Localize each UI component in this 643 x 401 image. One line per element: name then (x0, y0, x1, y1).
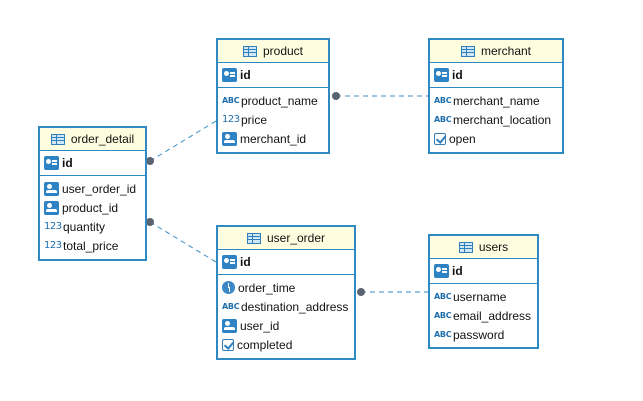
table-icon (246, 232, 261, 244)
column-row[interactable]: open (430, 129, 562, 148)
column-name: id (240, 68, 251, 82)
clock-icon (222, 281, 235, 294)
column-row[interactable]: product_id (40, 198, 145, 217)
abc-icon: ABC (434, 311, 452, 320)
entity-product[interactable]: product id ABC product_name 123 price me… (216, 38, 330, 154)
entity-header[interactable]: product (218, 40, 328, 63)
primary-key-icon (434, 264, 449, 278)
abc-icon: ABC (434, 115, 452, 124)
entity-order-detail[interactable]: order_detail id user_order_id product_id… (38, 126, 147, 261)
table-icon (242, 45, 257, 57)
column-name: total_price (63, 238, 119, 253)
entity-title: order_detail (70, 132, 135, 146)
relation-user-order-users (357, 288, 428, 296)
number-icon: 123 (222, 114, 240, 125)
column-name: merchant_id (240, 131, 307, 146)
column-row[interactable]: merchant_id (218, 129, 328, 148)
primary-key-icon (222, 255, 237, 269)
entity-header[interactable]: merchant (430, 40, 562, 63)
primary-key-row[interactable]: id (218, 63, 328, 88)
primary-key-row[interactable]: id (40, 151, 145, 176)
abc-icon: ABC (434, 330, 452, 339)
entity-title: user_order (266, 231, 326, 245)
column-row[interactable]: ABC username (430, 287, 537, 306)
column-name: quantity (63, 219, 106, 234)
entity-title: product (262, 44, 304, 58)
column-name: id (62, 156, 73, 170)
column-row[interactable]: user_id (218, 316, 354, 335)
relation-order-detail-user-order (146, 218, 217, 263)
primary-key-row[interactable]: id (430, 259, 537, 284)
abc-icon: ABC (222, 302, 240, 311)
column-row[interactable]: ABC email_address (430, 306, 537, 325)
checkbox-icon (222, 338, 234, 351)
column-name: completed (237, 337, 293, 352)
entity-header[interactable]: user_order (218, 227, 354, 250)
column-row[interactable]: order_time (218, 278, 354, 297)
column-name: password (453, 327, 505, 342)
column-name: id (240, 255, 251, 269)
table-icon (460, 45, 475, 57)
column-name: id (452, 264, 463, 278)
relation-product-merchant (332, 92, 428, 100)
column-row[interactable]: 123 price (218, 110, 328, 129)
checkbox-icon (434, 132, 446, 145)
foreign-key-icon (222, 131, 237, 146)
column-name: price (241, 112, 268, 127)
entity-user-order[interactable]: user_order id order_time ABC destination… (216, 225, 356, 360)
column-name: product_name (241, 93, 318, 108)
column-name: open (449, 131, 476, 146)
column-row[interactable]: ABC password (430, 325, 537, 344)
column-name: destination_address (241, 299, 349, 314)
abc-icon: ABC (434, 292, 452, 301)
foreign-key-icon (44, 200, 59, 215)
entity-header[interactable]: order_detail (40, 128, 145, 151)
entity-title: merchant (480, 44, 532, 58)
column-name: user_order_id (62, 181, 137, 196)
primary-key-row[interactable]: id (430, 63, 562, 88)
entity-merchant[interactable]: merchant id ABC merchant_name ABC mercha… (428, 38, 564, 154)
abc-icon: ABC (434, 96, 452, 105)
column-name: user_id (240, 318, 280, 333)
column-name: id (452, 68, 463, 82)
table-icon (50, 133, 65, 145)
column-name: product_id (62, 200, 119, 215)
column-name: merchant_location (453, 112, 552, 127)
column-row[interactable]: completed (218, 335, 354, 354)
column-name: order_time (238, 280, 296, 295)
column-row[interactable]: ABC merchant_location (430, 110, 562, 129)
relation-order-detail-product (146, 120, 217, 165)
column-name: merchant_name (453, 93, 540, 108)
entity-users[interactable]: users id ABC username ABC email_address … (428, 234, 539, 349)
column-row[interactable]: user_order_id (40, 179, 145, 198)
primary-key-icon (222, 68, 237, 82)
column-row[interactable]: ABC destination_address (218, 297, 354, 316)
column-row[interactable]: ABC merchant_name (430, 91, 562, 110)
primary-key-row[interactable]: id (218, 250, 354, 275)
number-icon: 123 (44, 221, 62, 232)
primary-key-icon (44, 156, 59, 170)
table-icon (458, 241, 473, 253)
abc-icon: ABC (222, 96, 240, 105)
entity-title: users (478, 240, 509, 254)
number-icon: 123 (44, 240, 62, 251)
entity-header[interactable]: users (430, 236, 537, 259)
column-row[interactable]: 123 total_price (40, 236, 145, 255)
column-row[interactable]: ABC product_name (218, 91, 328, 110)
primary-key-icon (434, 68, 449, 82)
column-name: username (453, 289, 507, 304)
foreign-key-icon (44, 181, 59, 196)
foreign-key-icon (222, 318, 237, 333)
column-name: email_address (453, 308, 532, 323)
column-row[interactable]: 123 quantity (40, 217, 145, 236)
